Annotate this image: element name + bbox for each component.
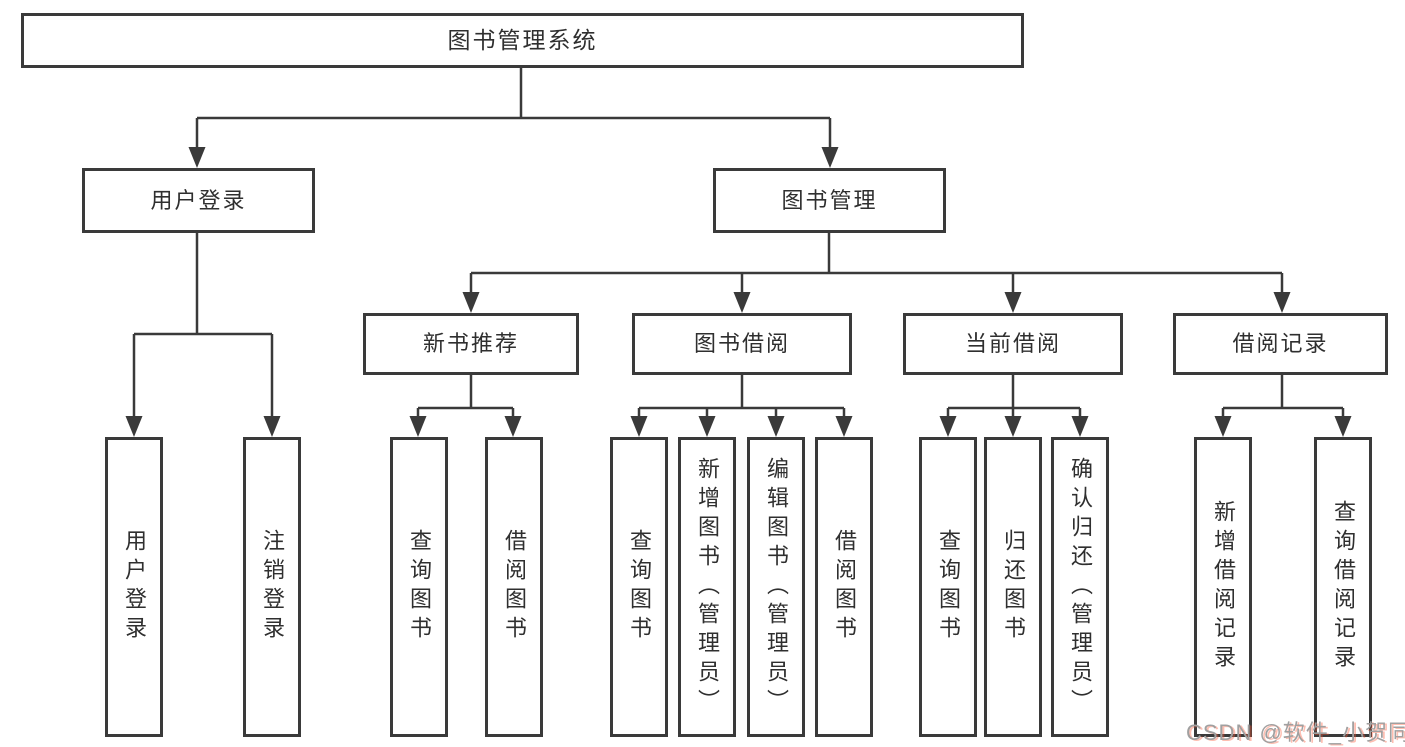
leaf-edit-books-admin: 编辑图书（管理员） [747, 437, 805, 737]
leaf-query-borrow-record: 查询借阅记录 [1314, 437, 1372, 737]
node-book-management: 图书管理 [713, 168, 946, 233]
leaf-query-books-current: 查询图书 [919, 437, 977, 737]
node-current-borrow: 当前借阅 [903, 313, 1123, 375]
arrowheads [125, 147, 1352, 437]
node-borrow-records: 借阅记录 [1173, 313, 1388, 375]
leaf-query-books-recommend: 查询图书 [390, 437, 448, 737]
node-library-system: 图书管理系统 [21, 13, 1024, 68]
leaf-confirm-return-admin: 确认归还（管理员） [1051, 437, 1109, 737]
node-book-borrow: 图书借阅 [632, 313, 852, 375]
node-user-login: 用户登录 [82, 168, 315, 233]
leaf-borrow-books-recommend: 借阅图书 [485, 437, 543, 737]
node-new-book-recommend: 新书推荐 [363, 313, 579, 375]
leaf-add-borrow-record: 新增借阅记录 [1194, 437, 1252, 737]
leaf-logout: 注销登录 [243, 437, 301, 737]
leaf-borrow-books: 借阅图书 [815, 437, 873, 737]
leaf-user-login: 用户登录 [105, 437, 163, 737]
leaf-add-books-admin: 新增图书（管理员） [678, 437, 736, 737]
csdn-watermark: CSDN @软件_小贺同学 [1186, 720, 1405, 745]
leaf-query-books-borrow: 查询图书 [610, 437, 668, 737]
leaf-return-books: 归还图书 [984, 437, 1042, 737]
